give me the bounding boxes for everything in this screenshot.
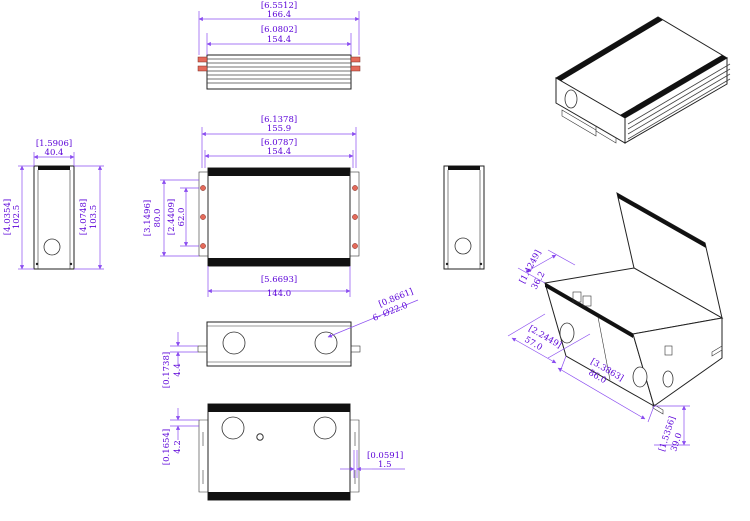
- front-view-top-bar: [208, 168, 350, 176]
- dim-mount-slot-mm: 1.5: [378, 460, 392, 470]
- iso-closed-knockout: [564, 89, 578, 109]
- dim-side-width-mm: 40.4: [45, 148, 64, 158]
- dim-front-inner-in: [5.6693]: [261, 275, 297, 285]
- front-view-screw: [200, 214, 206, 220]
- mount-view-knockout-left: [221, 416, 245, 440]
- iso-open-side: [632, 317, 723, 407]
- dim-front-inner-mm: 144.0: [267, 289, 291, 299]
- mount-view-bottom-bar: [208, 492, 350, 500]
- side-view-right: [443, 165, 485, 270]
- dim-bottom-hole-leader: [327, 299, 419, 338]
- dim-iso-width: [511, 337, 557, 364]
- iso-open-view: [1.4249] 36.2 [2.2449] 57.0 [3.3863] 86.…: [507, 192, 724, 453]
- front-view: [6.1378] 155.9 [6.0787] 154.4 [5.6693] 1…: [143, 115, 360, 299]
- bottom-view: [0.8661] 6- Ø22.0 [0.1738] 4.4: [162, 287, 419, 388]
- dim-top-body-in: [6.0802]: [261, 25, 297, 35]
- dim-front-flange-in: [6.1378]: [261, 115, 297, 125]
- dim-side-inner-height-in: [4.0748]: [79, 199, 89, 235]
- front-view-flange-left: [198, 171, 209, 257]
- dim-top-body-mm: 154.4: [267, 35, 291, 45]
- side-view-left-knockout: [43, 238, 61, 256]
- dim-front-outer-in: [6.0787]: [261, 138, 297, 148]
- front-view-screw: [200, 185, 206, 191]
- top-view-tab-right-upper: [350, 56, 361, 63]
- mount-view: [0.1654] 4.2 [0.0591] 1.5: [162, 403, 405, 501]
- mount-view-flange-right: [350, 419, 360, 493]
- front-view-screw: [352, 214, 358, 220]
- iso-open-knockout-side: [662, 370, 674, 388]
- front-view-body: [207, 167, 351, 267]
- side-view-right-top-bar: [448, 166, 480, 170]
- dim-side-inner-height-mm: 103.5: [89, 205, 99, 229]
- dim-front-height-mm: 80.0: [153, 209, 163, 228]
- mount-view-knockout-right: [313, 416, 337, 440]
- bottom-view-tab-right: [350, 345, 361, 353]
- dim-side-height-in: [4.0354]: [3, 199, 13, 235]
- top-view-fins: [207, 58, 351, 84]
- side-view-left: [1.5906] 40.4 [4.0354] 102.5 [4.0748] 10…: [3, 139, 104, 270]
- dim-iso-depth: [525, 254, 557, 273]
- side-view-right-knockout: [454, 237, 472, 255]
- front-view-screw: [352, 185, 358, 191]
- top-view-tab-left-lower: [197, 65, 208, 72]
- dim-front-height-in: [3.1496]: [143, 200, 153, 236]
- front-view-screw: [352, 243, 358, 249]
- dim-front-inner-height-in: [2.4409]: [167, 199, 177, 235]
- iso-open-knockout-left: [559, 322, 575, 344]
- dim-front-outer-mm: 154.4: [267, 147, 291, 157]
- top-view-tab-left-upper: [197, 56, 208, 63]
- bottom-view-knockout-left: [222, 331, 246, 355]
- dim-mount-slot-in: [0.0591]: [367, 451, 403, 461]
- dim-front-flange-mm: 155.9: [267, 124, 291, 134]
- top-view-body: [206, 54, 352, 90]
- front-view-bottom-bar: [208, 258, 350, 266]
- dim-top-overall-mm: 166.4: [267, 10, 291, 20]
- dim-iso-length: [557, 367, 646, 420]
- iso-closed-view: [555, 16, 731, 144]
- dim-bottom-flange-in: [0.1738]: [162, 352, 172, 388]
- mount-view-top-bar: [208, 404, 350, 412]
- dim-top-overall-in: [6.5512]: [261, 1, 297, 11]
- front-view-screw: [200, 243, 206, 249]
- dim-bottom-flange-mm: 4.4: [173, 363, 183, 377]
- dim-side-height-mm: 102.5: [12, 205, 22, 229]
- top-view-tab-right-lower: [350, 65, 361, 72]
- front-view-flange-right: [349, 171, 360, 257]
- iso-open-knockout-right: [632, 366, 648, 388]
- bottom-view-knockout-right: [314, 331, 338, 355]
- bottom-view-tab-left: [197, 345, 208, 353]
- top-view: [6.5512] 166.4 [6.0802] 154.4: [197, 1, 361, 90]
- dim-side-width-in: [1.5906]: [36, 139, 72, 149]
- dim-front-inner-height-mm: 62.0: [177, 208, 187, 227]
- side-view-left-top-bar: [38, 166, 70, 170]
- mount-view-flange-left: [198, 419, 208, 493]
- dim-mount-thickness-mm: 4.2: [173, 440, 183, 454]
- bottom-view-body: [206, 321, 352, 367]
- dim-mount-thickness-in: [0.1654]: [162, 429, 172, 465]
